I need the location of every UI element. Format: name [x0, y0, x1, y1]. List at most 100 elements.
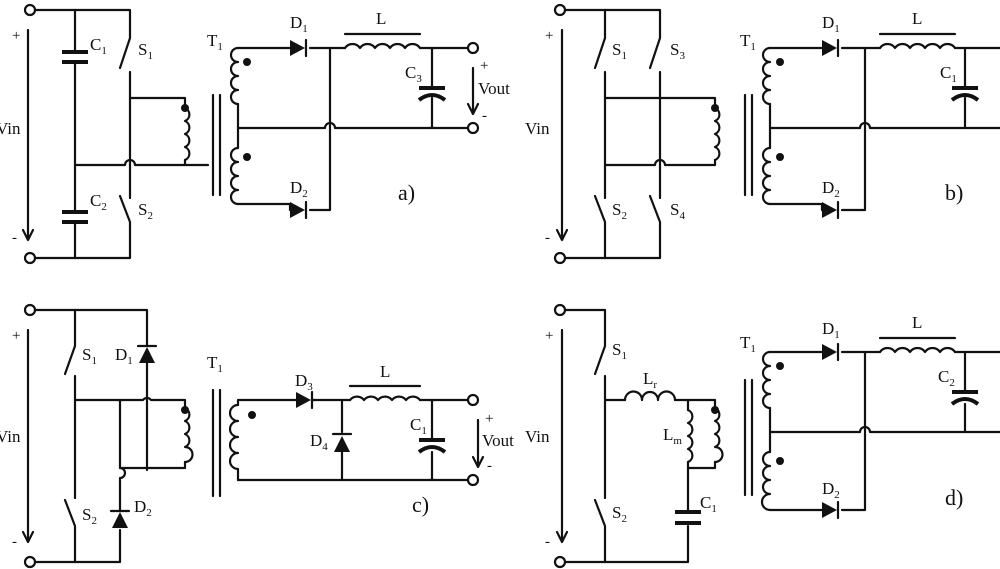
- vout-minus-a: -: [482, 108, 487, 124]
- label-s1-a: S1: [138, 40, 153, 62]
- vout-terminal-top-a: [466, 41, 480, 55]
- polarity-dot-secondary-top-b: [776, 58, 784, 66]
- secondary-winding-top-a: [229, 46, 240, 106]
- switch-s3-b: [648, 28, 662, 70]
- vout-plus-a: +: [480, 58, 488, 74]
- vout-minus-c: -: [487, 458, 492, 474]
- vin-terminal-bottom-c: [23, 555, 37, 569]
- label-d2-d: D2: [822, 479, 840, 501]
- switch-s2-c: [63, 498, 77, 534]
- secondary-winding-bottom-a: [229, 146, 240, 206]
- transformer-core-d: [743, 378, 754, 497]
- label-s2-d: S2: [612, 503, 627, 525]
- diode-d3-c: [296, 390, 314, 410]
- polarity-dot-primary-d: [711, 406, 719, 414]
- polarity-dot-primary-c: [181, 406, 189, 414]
- circuit-d: + - Vin S1 S2 Lr Lm C1 T1: [525, 303, 1000, 569]
- circuit-b: + - Vin S1 S2 S3 S4 T1 D1: [525, 3, 1000, 265]
- diode-d2-a: [290, 200, 308, 220]
- primary-winding-d: [713, 406, 724, 464]
- vout-arrow-c: [471, 418, 485, 469]
- primary-winding-c: [183, 406, 194, 464]
- label-s4-b: S4: [670, 200, 685, 222]
- label-c2-d: C2: [938, 367, 955, 389]
- inductor-lr-d: [623, 390, 677, 402]
- label-s1-c: S1: [82, 345, 97, 367]
- vin-label-a: Vin: [0, 119, 21, 138]
- circuit-a: + - Vin C1 C2 S1 S2 T1: [0, 3, 510, 265]
- secondary-winding-top-b: [761, 46, 772, 106]
- transformer-core-a: [211, 93, 222, 197]
- circuit-c: + - Vin S1 S2 D1 D2 T1 D3: [0, 303, 514, 569]
- vin-label-c: Vin: [0, 427, 21, 446]
- vin-plus-d: +: [545, 328, 553, 344]
- vin-minus-a: -: [12, 230, 17, 246]
- vin-label-d: Vin: [525, 427, 550, 446]
- label-t1-c: T1: [207, 353, 223, 375]
- primary-winding-a: [183, 106, 191, 162]
- label-c1-c: C1: [410, 415, 427, 437]
- secondary-winding-bottom-b: [761, 146, 772, 206]
- switch-s1-c: [63, 336, 77, 376]
- vin-label-b: Vin: [525, 119, 550, 138]
- label-s2-b: S2: [612, 200, 627, 222]
- label-d2-a: D2: [290, 178, 308, 200]
- capacitor-c2-d: [950, 390, 980, 406]
- caption-b: b): [945, 180, 963, 205]
- label-d2-b: D2: [822, 178, 840, 200]
- vin-arrow-d: [555, 328, 569, 544]
- primary-winding-b: [713, 106, 721, 162]
- label-lm-d: Lm: [663, 425, 682, 447]
- vout-arrow-a: [466, 66, 480, 116]
- diode-d2-d: [822, 500, 840, 520]
- secondary-winding-top-d: [761, 350, 772, 410]
- diode-d1-d: [822, 342, 840, 362]
- switch-s2-d: [593, 498, 607, 534]
- switch-s4-b: [648, 194, 662, 232]
- diode-d1-b: [822, 38, 840, 58]
- switch-s2-b: [593, 194, 607, 232]
- input-rails-a: [33, 8, 210, 260]
- label-l-c: L: [380, 362, 390, 381]
- vout-terminal-bottom-c: [466, 473, 480, 487]
- label-s2-c: S2: [82, 505, 97, 527]
- polarity-dot-secondary-bottom-a: [243, 153, 251, 161]
- label-s1-b: S1: [612, 40, 627, 62]
- inductor-l-c: [348, 395, 422, 402]
- polarity-dot-secondary-top-d: [776, 362, 784, 370]
- label-d1-d: D1: [822, 319, 840, 341]
- vin-arrow-a: [21, 28, 35, 242]
- label-d2-c: D2: [134, 497, 152, 519]
- inductor-l-d: [878, 346, 957, 354]
- transformer-core-b: [743, 93, 754, 197]
- label-l-b: L: [912, 9, 922, 28]
- switch-s1-d: [593, 336, 607, 376]
- secondary-winding-bottom-d: [760, 450, 772, 512]
- label-c2-a: C2: [90, 191, 107, 213]
- vin-terminal-top-a: [23, 3, 37, 17]
- vout-plus-c: +: [485, 411, 493, 427]
- transformer-core-c: [211, 388, 222, 498]
- switch-s2-a: [118, 194, 132, 230]
- secondary-winding-c: [228, 403, 240, 482]
- diode-d1-c: [136, 344, 158, 363]
- caption-a: a): [398, 180, 415, 205]
- vout-terminal-bottom-a: [466, 121, 480, 135]
- polarity-dot-secondary-bottom-b: [776, 153, 784, 161]
- diode-d2-c: [109, 509, 131, 528]
- diode-d4-c: [331, 432, 353, 452]
- vin-plus-b: +: [545, 28, 553, 44]
- diode-d1-a: [290, 38, 308, 58]
- vin-minus-c: -: [12, 534, 17, 550]
- switch-s1-b: [593, 28, 607, 70]
- vout-label-a: Vout: [478, 79, 510, 98]
- caption-c: c): [412, 492, 429, 517]
- label-d1-b: D1: [822, 13, 840, 35]
- vin-minus-b: -: [545, 230, 550, 246]
- vin-terminal-top-c: [23, 303, 37, 317]
- diode-d2-b: [822, 200, 840, 220]
- polarity-dot-secondary-top-a: [243, 58, 251, 66]
- label-c1-a: C1: [90, 35, 107, 57]
- vout-terminal-top-c: [466, 393, 480, 407]
